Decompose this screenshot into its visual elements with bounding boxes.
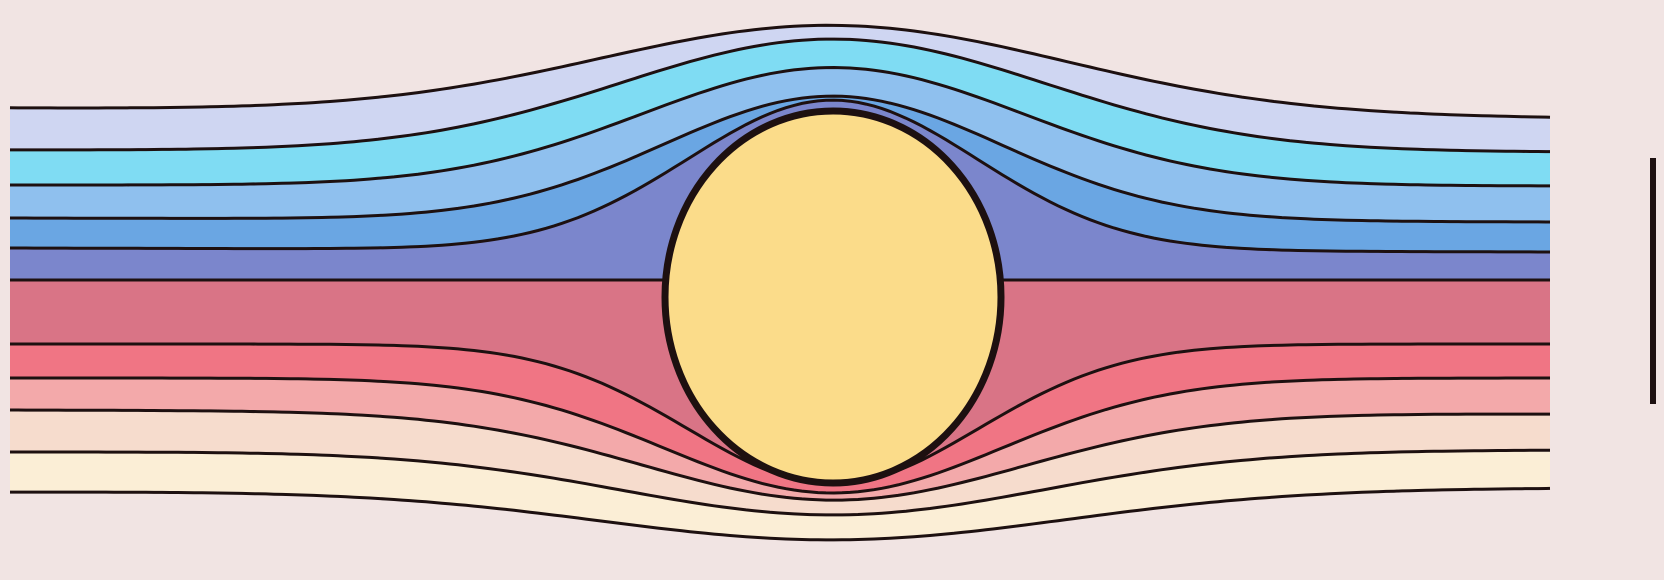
right-edge-mark bbox=[1650, 158, 1656, 404]
cylinder-body bbox=[665, 111, 1001, 483]
